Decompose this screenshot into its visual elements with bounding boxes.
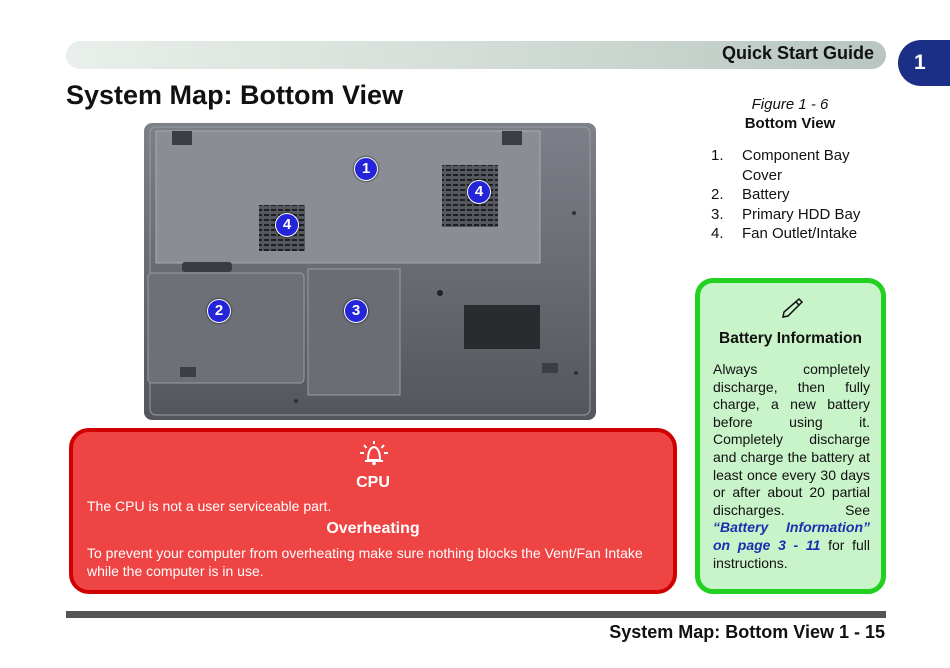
- battery-info-link[interactable]: “Battery Information” on page 3 - 11: [713, 519, 870, 553]
- figure-number: Figure 1 - 6: [751, 96, 829, 113]
- note-box: Battery Information Always completely di…: [695, 278, 886, 594]
- page-title: System Map: Bottom View: [66, 80, 404, 110]
- warning-cpu-text: The CPU is not a user serviceable part.: [87, 498, 332, 514]
- note-title: Battery Information: [719, 330, 862, 347]
- warning-heading-overheating: Overheating: [326, 520, 420, 537]
- callout-3: 3: [344, 299, 368, 323]
- callout-1: 1: [354, 157, 378, 181]
- chapter-tab: 1: [898, 40, 950, 86]
- pencil-icon: [782, 297, 804, 318]
- note-text: Always completely discharge, then fully …: [713, 361, 871, 571]
- legend-item: 4.Fan Outlet/Intake: [711, 225, 858, 242]
- laptop-bottom-image: 1 4 4 2 3: [144, 123, 596, 420]
- footer-bar: [66, 611, 886, 618]
- legend-item: 1.Component Bay Cover: [711, 147, 850, 184]
- figure-title: Bottom View: [744, 115, 836, 132]
- warning-bell-icon: [360, 441, 388, 466]
- header-bar: [66, 41, 886, 69]
- warning-overheating-text: To prevent your computer from overheatin…: [87, 545, 643, 579]
- callout-2: 2: [207, 299, 231, 323]
- warning-box: CPU The CPU is not a user serviceable pa…: [69, 428, 677, 594]
- legend-item: 2.Battery: [711, 186, 790, 203]
- callout-4-left: 4: [275, 213, 299, 237]
- callout-4-right: 4: [467, 180, 491, 204]
- figure-legend: 1.Component Bay Cover 2.Battery 3.Primar…: [711, 146, 881, 244]
- footer-text: System Map: Bottom View 1 - 15: [609, 622, 885, 642]
- figure-caption: Figure 1 - 6 Bottom View: [700, 95, 880, 133]
- legend-item: 3.Primary HDD Bay: [711, 205, 861, 223]
- warning-heading-cpu: CPU: [356, 474, 390, 491]
- header-title: Quick Start Guide: [721, 43, 874, 63]
